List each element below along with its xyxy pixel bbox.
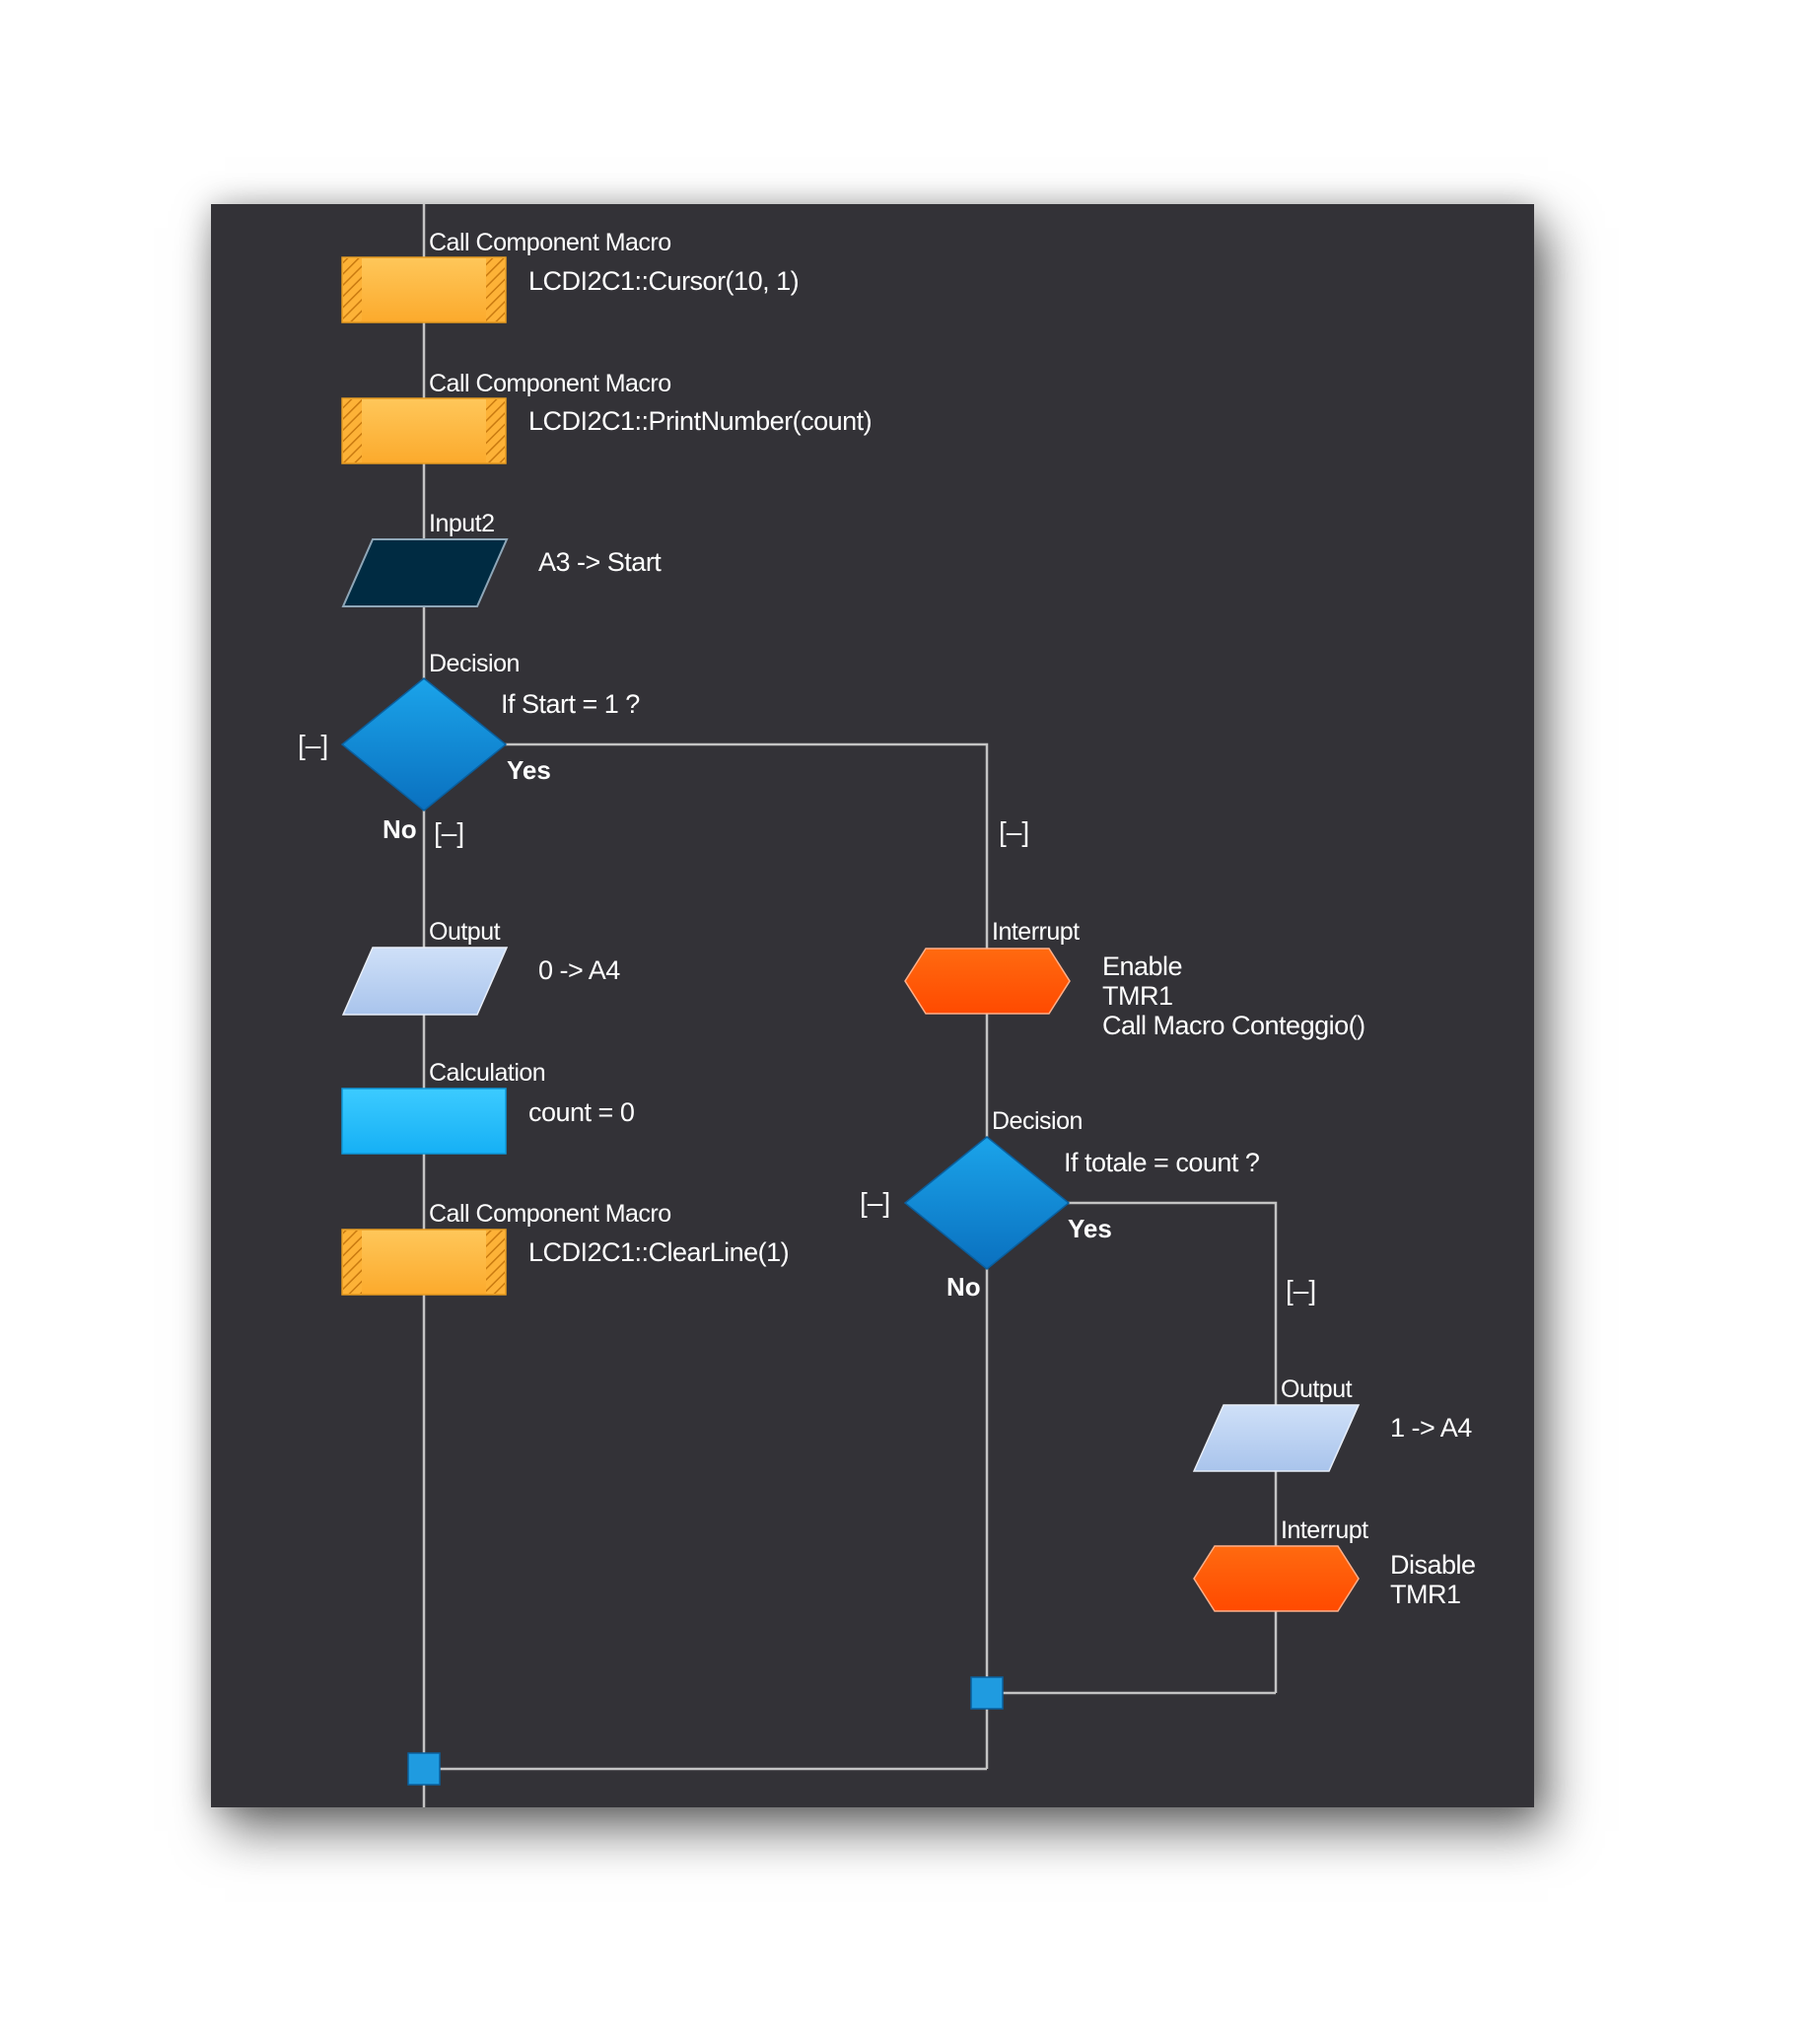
- decision2-yes-branch-line: [987, 1201, 1278, 1693]
- call-component-macro-printnumber[interactable]: Call Component Macro LCDI2C1::PrintNumbe…: [341, 370, 873, 464]
- output-node-high[interactable]: Output 1 -> A4: [1192, 1375, 1473, 1472]
- component-macro-icon: [341, 256, 507, 323]
- output-icon: [341, 947, 509, 1016]
- collapse-toggle-decision1[interactable]: [–]: [298, 730, 328, 760]
- node-title: Call Component Macro: [429, 370, 671, 397]
- node-text-line-3: Call Macro Conteggio(): [1102, 1011, 1365, 1040]
- collapse-toggle-yes-branch-2[interactable]: [–]: [1286, 1275, 1316, 1305]
- decision1-yes-branch-line: [424, 742, 989, 1769]
- node-text: LCDI2C1::Cursor(10, 1): [528, 266, 799, 296]
- node-title: Decision: [429, 650, 520, 677]
- flowchart-diagram: Call Component Macro LCDI2C1::Cursor(10,…: [298, 204, 1476, 1807]
- no-label: No: [946, 1272, 981, 1302]
- component-macro-icon: [341, 1229, 507, 1296]
- interrupt-icon: [1193, 1545, 1360, 1612]
- node-text-line-1: Disable: [1390, 1550, 1476, 1580]
- merge-connector-outer: [407, 1752, 441, 1786]
- node-title: Call Component Macro: [429, 229, 671, 256]
- node-title: Input2: [429, 510, 495, 537]
- decision-totale-node[interactable]: Decision If totale = count ? Yes No: [903, 1107, 1260, 1302]
- collapse-toggle-no-branch[interactable]: [–]: [434, 817, 464, 848]
- decision-icon: [340, 677, 508, 811]
- call-component-macro-cursor[interactable]: Call Component Macro LCDI2C1::Cursor(10,…: [341, 229, 800, 323]
- input-icon: [341, 538, 509, 607]
- node-text-line-1: Enable: [1102, 951, 1182, 981]
- component-macro-icon: [341, 397, 507, 464]
- node-title: Output: [1281, 1375, 1353, 1403]
- yes-label: Yes: [1068, 1214, 1112, 1243]
- call-component-macro-clearline[interactable]: Call Component Macro LCDI2C1::ClearLine(…: [341, 1200, 790, 1296]
- node-text: count = 0: [528, 1097, 634, 1127]
- interrupt-disable-node[interactable]: Interrupt Disable TMR1: [1193, 1516, 1476, 1612]
- node-title: Interrupt: [992, 918, 1080, 946]
- node-title: Output: [429, 918, 501, 946]
- interrupt-icon: [904, 948, 1071, 1015]
- decision-start-node[interactable]: Decision If Start = 1 ? Yes No: [340, 650, 641, 844]
- node-text: 0 -> A4: [538, 955, 620, 985]
- decision-condition: If Start = 1 ?: [501, 689, 640, 719]
- node-title: Decision: [992, 1107, 1083, 1135]
- decision-icon: [903, 1136, 1071, 1270]
- collapse-toggle-yes-branch[interactable]: [–]: [999, 816, 1029, 847]
- output-icon: [1192, 1404, 1361, 1472]
- node-text: LCDI2C1::ClearLine(1): [528, 1237, 789, 1267]
- node-text-line-2: TMR1: [1390, 1580, 1461, 1609]
- node-text-line-2: TMR1: [1102, 981, 1173, 1011]
- no-label: No: [383, 814, 417, 844]
- node-text: A3 -> Start: [538, 547, 662, 577]
- node-title: Call Component Macro: [429, 1200, 671, 1228]
- calculation-icon: [341, 1088, 507, 1155]
- collapse-toggle-decision2[interactable]: [–]: [860, 1187, 890, 1218]
- merge-connector-inner: [970, 1676, 1004, 1710]
- node-text: 1 -> A4: [1390, 1413, 1472, 1443]
- input-node[interactable]: Input2 A3 -> Start: [341, 510, 663, 607]
- decision-condition: If totale = count ?: [1064, 1148, 1260, 1177]
- node-title: Calculation: [429, 1059, 545, 1087]
- calculation-node[interactable]: Calculation count = 0: [341, 1059, 635, 1155]
- yes-label: Yes: [507, 755, 551, 785]
- node-text: LCDI2C1::PrintNumber(count): [528, 406, 872, 436]
- flowchart-canvas: Call Component Macro LCDI2C1::Cursor(10,…: [211, 204, 1534, 1807]
- interrupt-enable-node[interactable]: Interrupt Enable TMR1 Call Macro Contegg…: [904, 918, 1365, 1040]
- node-title: Interrupt: [1281, 1516, 1368, 1544]
- output-node-low[interactable]: Output 0 -> A4: [341, 918, 621, 1016]
